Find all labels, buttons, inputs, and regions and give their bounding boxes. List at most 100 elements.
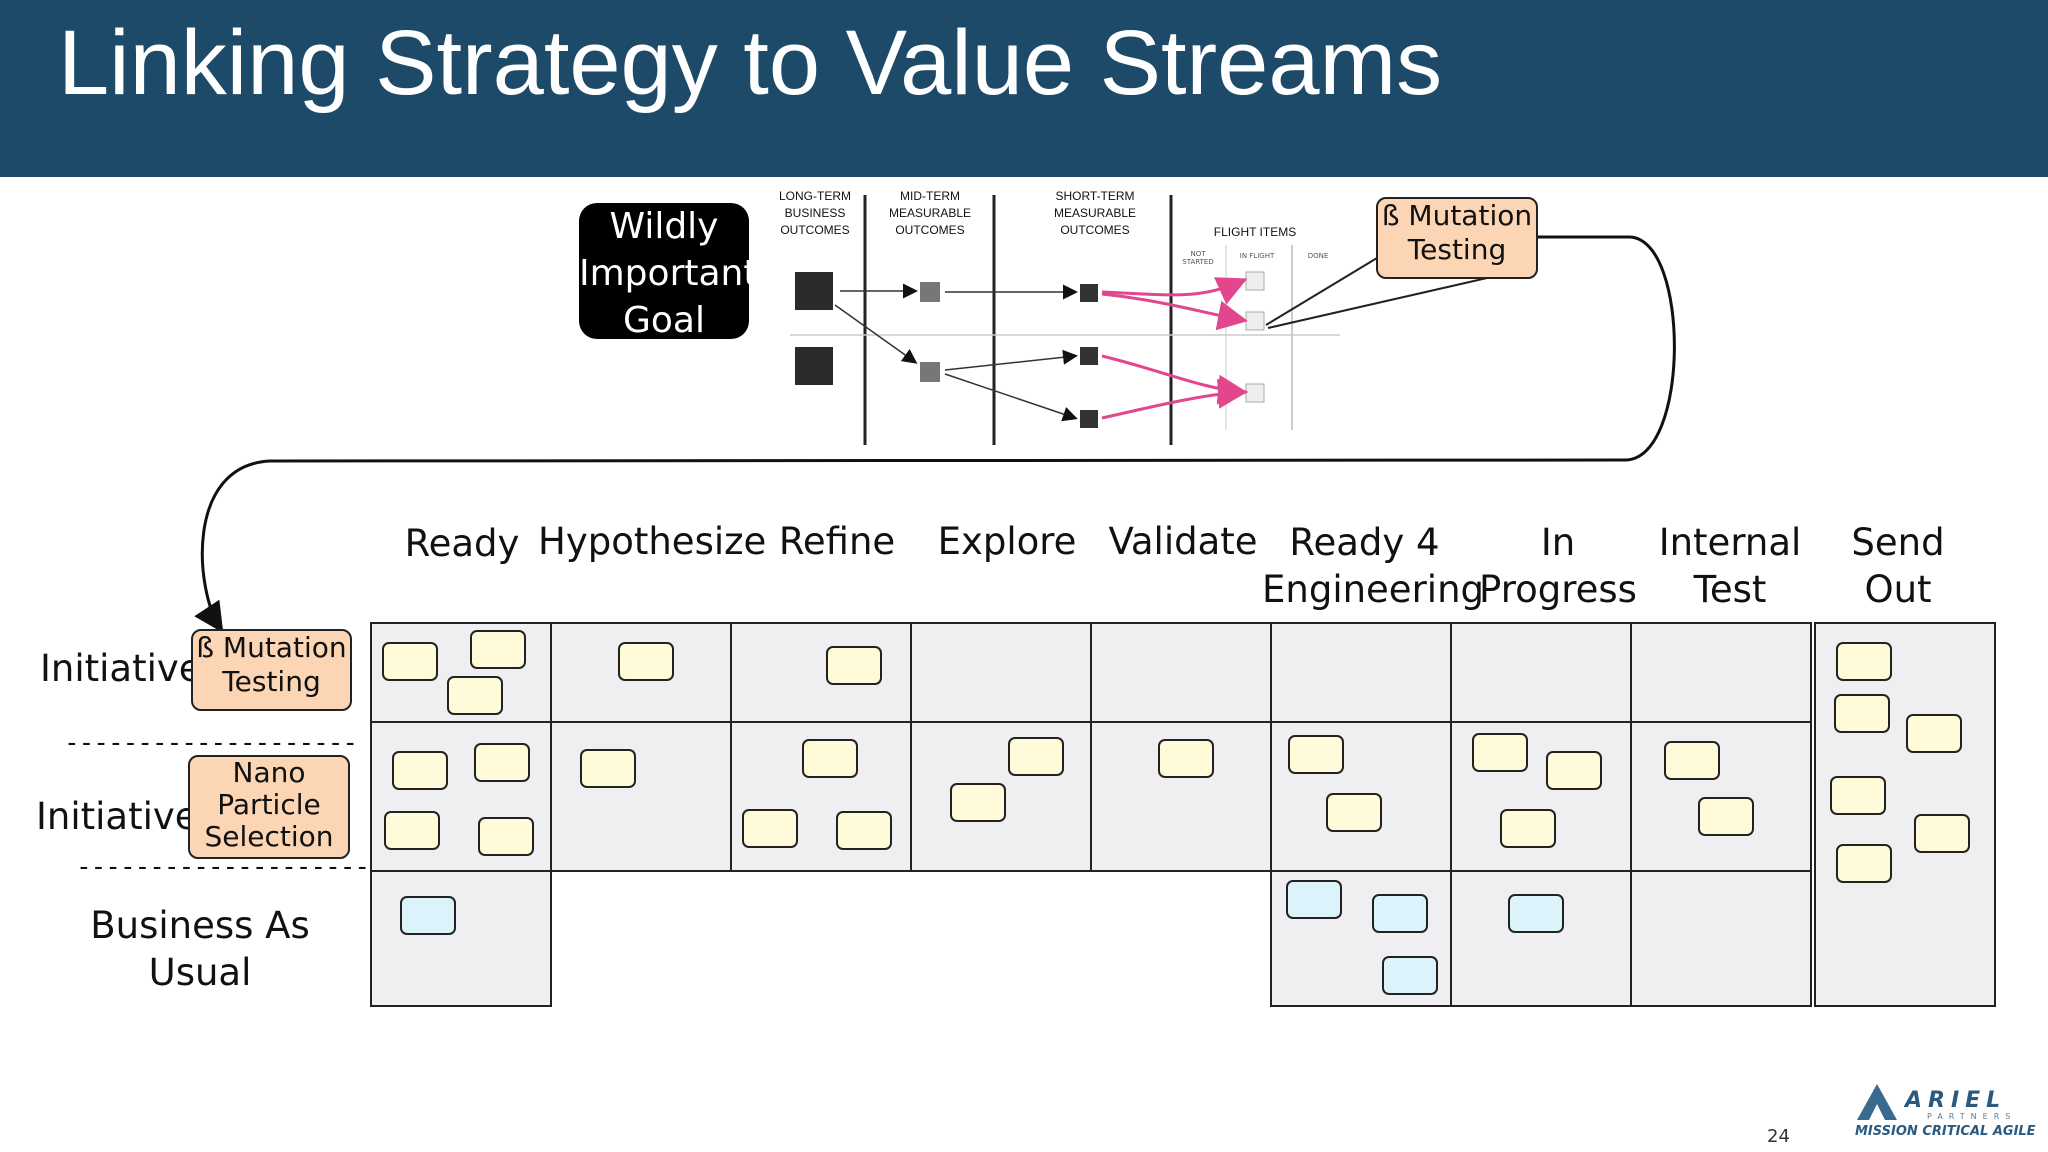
flow-arrow-pink (1101, 277, 1248, 305)
logo-sub: PARTNERS (1927, 1112, 2017, 1121)
mutation-testing-callout-top: ß Mutation Testing (1376, 197, 1538, 279)
sticky-note[interactable] (1158, 739, 1214, 778)
cell-r1-explore (910, 622, 1092, 723)
goal-line-3: Goal (623, 300, 705, 339)
sticky-note[interactable] (470, 630, 526, 669)
sticky-note[interactable] (392, 751, 448, 790)
row-separator-1: -------------------- (64, 728, 358, 758)
column-header-validate: Validate (1108, 520, 1258, 563)
page-number: 24 (1767, 1126, 1790, 1147)
mid-term-node-2 (920, 362, 940, 382)
strategy-connector (194, 235, 1676, 634)
column-header-ready: Ready (404, 522, 520, 565)
sticky-note[interactable] (1914, 814, 1970, 853)
column-header-hypothesize: Hypothesize (538, 520, 767, 563)
cell-r1-ready (370, 622, 552, 723)
row-label-initiative-2: Initiative (36, 795, 198, 838)
sticky-note[interactable] (1546, 751, 1602, 790)
cell-r2-internal-test (1630, 721, 1812, 872)
sticky-note[interactable] (742, 809, 798, 848)
cell-r3-ready (370, 870, 552, 1007)
sticky-note[interactable] (447, 676, 503, 715)
flow-arrow-pink (1101, 292, 1248, 331)
sticky-note[interactable] (1836, 642, 1892, 681)
logo-triangle-icon (1857, 1084, 1897, 1120)
map-arrow (944, 349, 1078, 371)
row-label-initiative-1: Initiative (40, 647, 202, 690)
callout-line-1: ß Mutation (196, 631, 347, 664)
sticky-note[interactable] (618, 642, 674, 681)
sticky-note-bau[interactable] (1372, 894, 1428, 933)
flight-item-3 (1245, 383, 1265, 403)
sticky-note[interactable] (384, 811, 440, 850)
callout-line-2: Testing (222, 665, 321, 698)
cell-r3-internal-test (1630, 870, 1812, 1007)
sticky-note[interactable] (826, 646, 882, 685)
logo-name: ARIEL (1905, 1088, 2007, 1113)
cell-r1-in-progress (1450, 622, 1632, 723)
column-header-explore: Explore (937, 520, 1077, 563)
title-bar (0, 0, 2048, 177)
cell-r2-validate (1090, 721, 1272, 872)
sticky-note[interactable] (1326, 793, 1382, 832)
cell-r2-in-progress (1450, 721, 1632, 872)
goal-line-1: Wildly (609, 206, 719, 247)
cell-r2-ready-4-engineering (1270, 721, 1452, 872)
sticky-note[interactable] (1836, 844, 1892, 883)
sticky-note[interactable] (1472, 733, 1528, 772)
slide-title: Linking Strategy to Value Streams (58, 12, 1443, 114)
callout-pointer (1265, 254, 1383, 326)
logo-tagline: MISSION CRITICAL AGILE (1855, 1124, 2036, 1139)
sticky-note[interactable] (1834, 694, 1890, 733)
sticky-note[interactable] (1008, 737, 1064, 776)
cell-r2-ready (370, 721, 552, 872)
sticky-note[interactable] (580, 749, 636, 788)
cell-r2-explore (910, 721, 1092, 872)
flight-item-1 (1245, 271, 1265, 291)
map-arrow (944, 373, 1078, 422)
sticky-note-bau[interactable] (400, 896, 456, 935)
sticky-note[interactable] (382, 642, 438, 681)
short-term-node-2 (1080, 347, 1098, 365)
sticky-note[interactable] (1664, 741, 1720, 780)
long-term-node-1 (795, 272, 833, 310)
map-arrow (834, 304, 918, 364)
sticky-note[interactable] (1500, 809, 1556, 848)
cell-r1-ready-4-engineering (1270, 622, 1452, 723)
flight-sub-not-started: NOT STARTED (1182, 250, 1214, 266)
sticky-note[interactable] (950, 783, 1006, 822)
sticky-note-bau[interactable] (1286, 880, 1342, 919)
sticky-note[interactable] (478, 817, 534, 856)
callout-line-1: ß Mutation (1381, 199, 1533, 232)
short-term-node-1 (1080, 284, 1098, 302)
sticky-note-bau[interactable] (1508, 894, 1564, 933)
sticky-note[interactable] (1906, 714, 1962, 753)
sticky-note[interactable] (1698, 797, 1754, 836)
sticky-note[interactable] (474, 743, 530, 782)
sticky-note[interactable] (1288, 735, 1344, 774)
sticky-note[interactable] (1830, 776, 1886, 815)
ariel-partners-logo: ARIEL PARTNERS MISSION CRITICAL AGILE (1855, 1080, 2045, 1142)
callout-line-3: Selection (204, 820, 334, 853)
callout-line-2: Testing (1407, 233, 1507, 266)
flight-item-2 (1245, 311, 1265, 331)
cell-r1-internal-test (1630, 622, 1812, 723)
callout-pointer (1267, 277, 1488, 329)
sticky-note[interactable] (802, 739, 858, 778)
sticky-note-bau[interactable] (1382, 956, 1438, 995)
nano-particle-selection-callout: Nano Particle Selection (188, 755, 350, 859)
cell-r3-ready-4-engineering (1270, 870, 1452, 1007)
cell-r2-hypothesize (550, 721, 732, 872)
short-term-node-3 (1080, 410, 1098, 428)
map-header-flight-items: FLIGHT ITEMS (1213, 225, 1297, 239)
callout-line-1: Nano (232, 756, 306, 789)
sticky-note[interactable] (836, 811, 892, 850)
